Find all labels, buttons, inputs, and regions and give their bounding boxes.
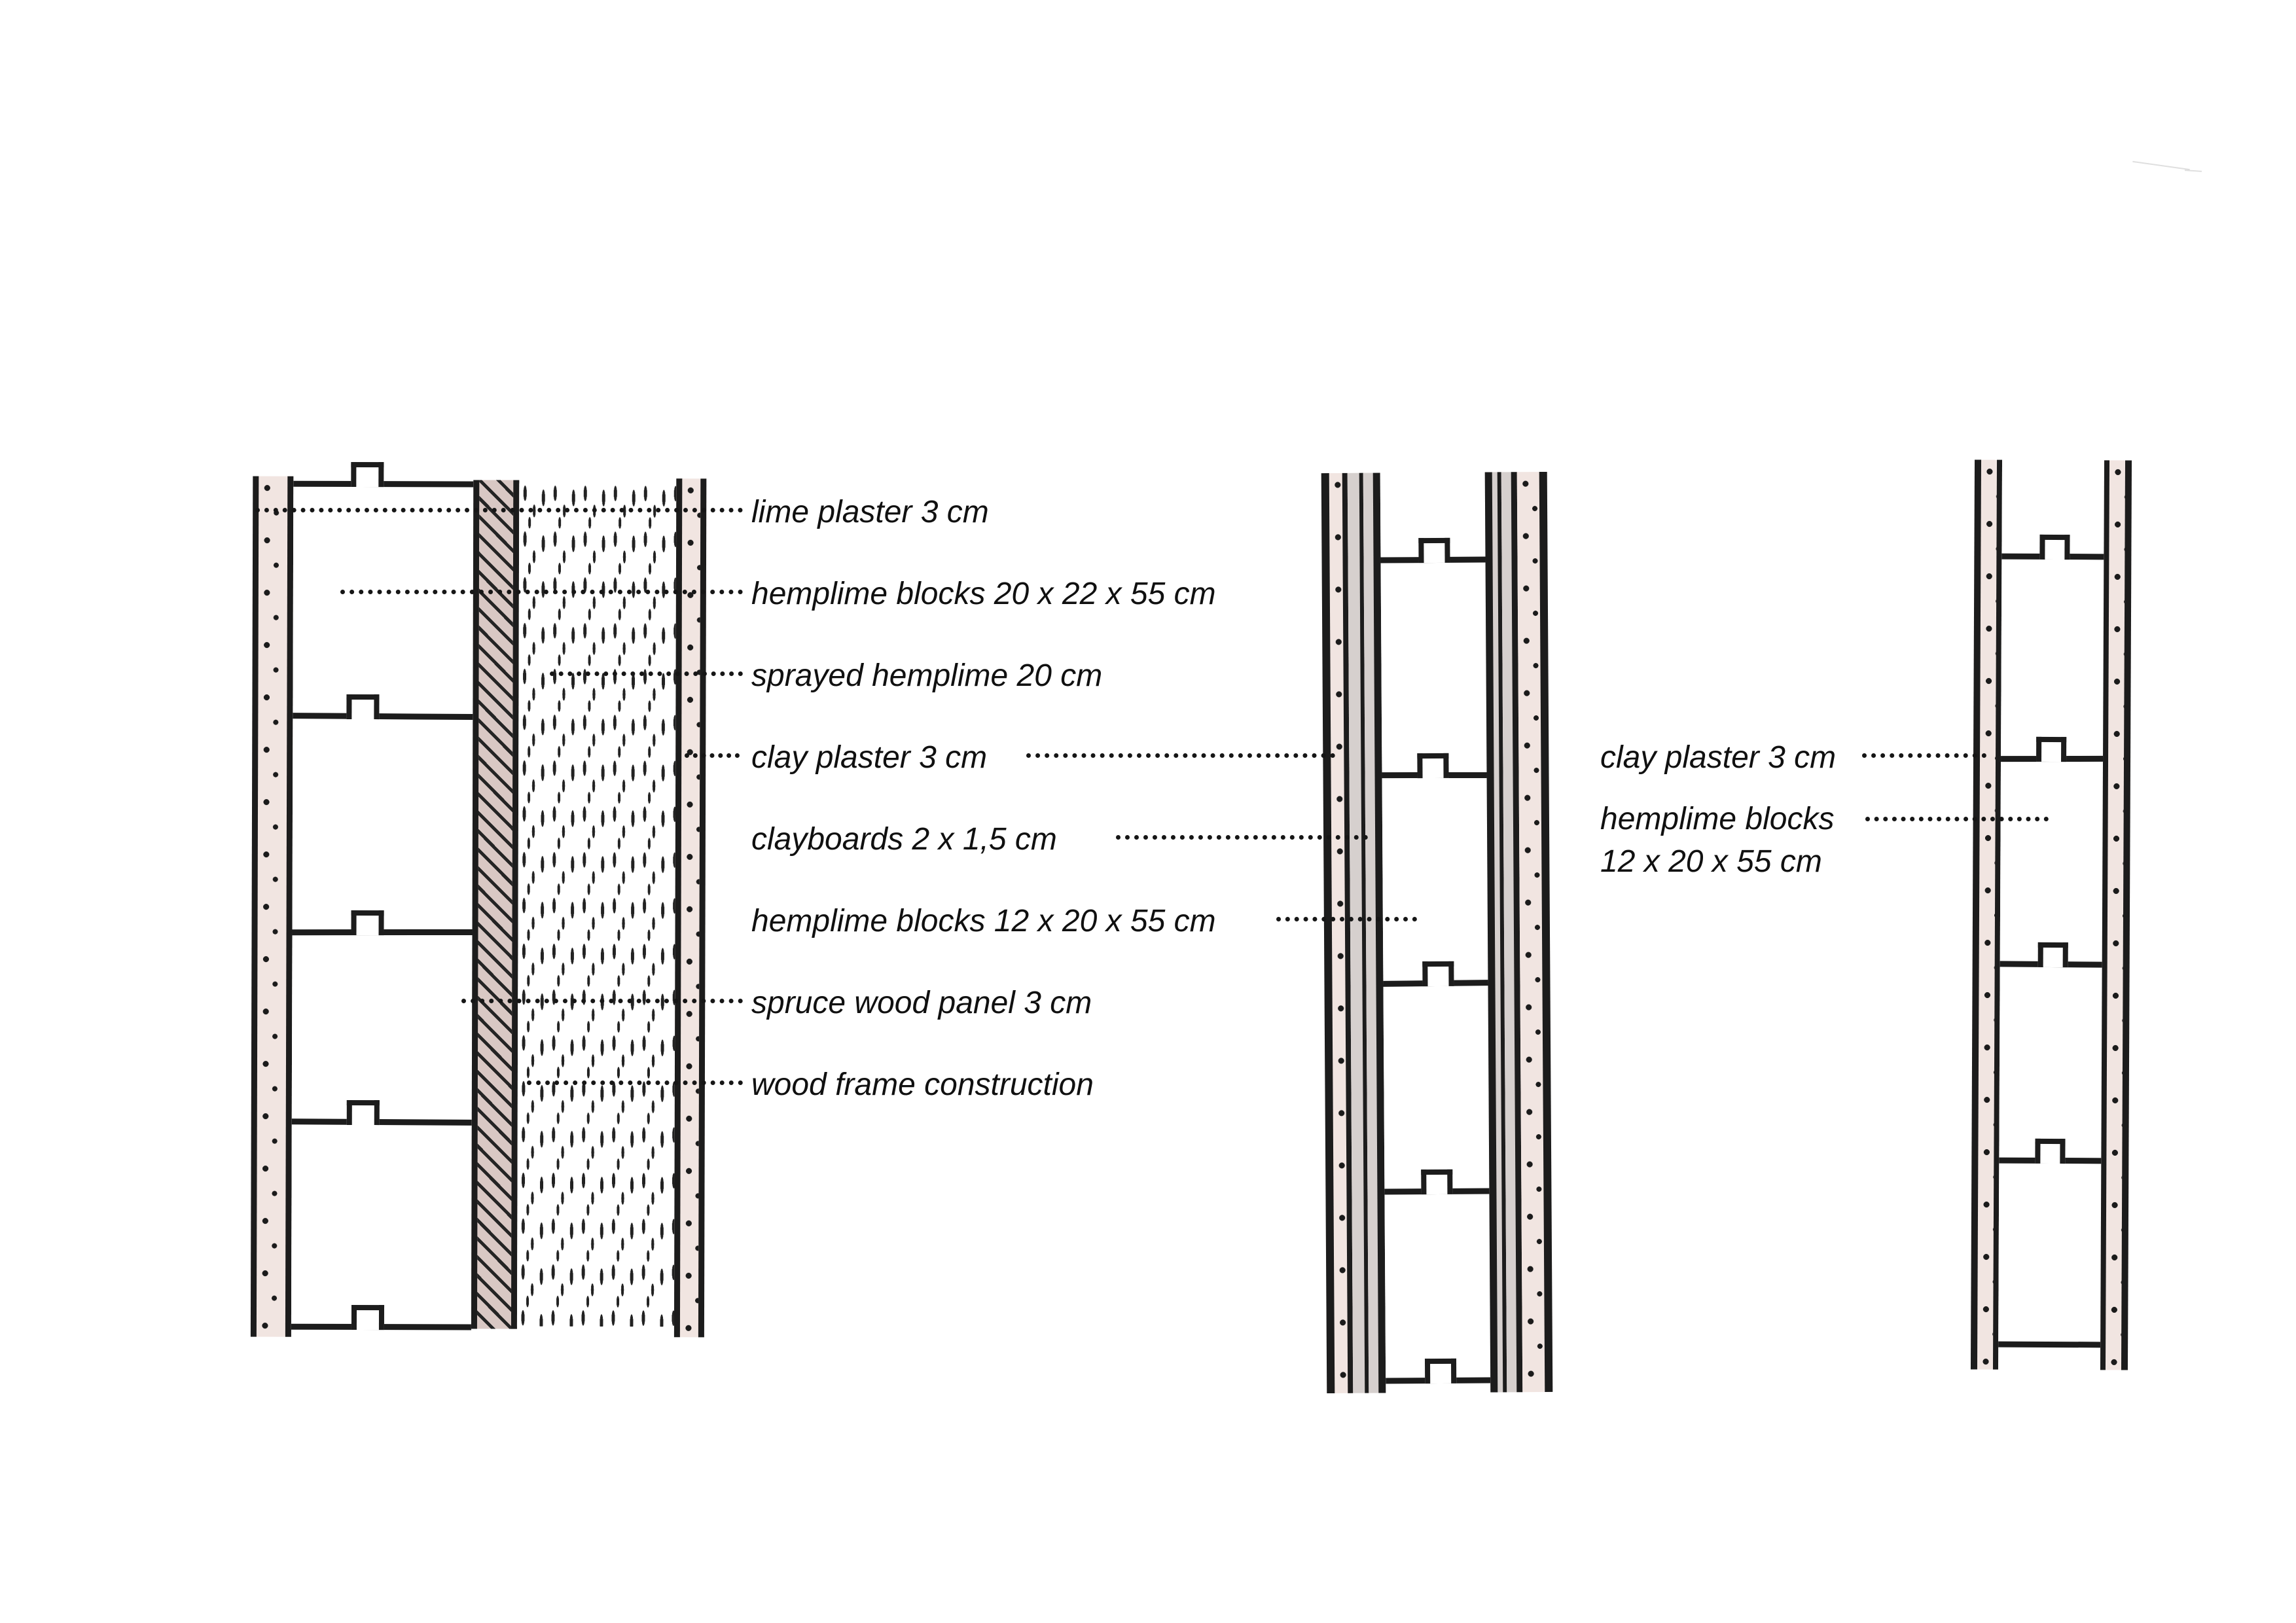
block-joint	[293, 713, 473, 721]
layer-sprayed-hemplime	[516, 483, 677, 1327]
block-joint	[291, 1118, 472, 1126]
leader-clay-plaster-right	[1862, 753, 1986, 758]
leader-hemplime-blocks-right	[1865, 817, 2049, 821]
leader-spruce-wood-panel	[461, 999, 743, 1003]
wall-section-left	[0, 0, 722, 1623]
leader-wood-frame	[527, 1080, 743, 1085]
layer-hemplime-blocks-12-middle	[1380, 472, 1491, 1384]
joint-notch	[1421, 1169, 1453, 1195]
wall-section-right	[1970, 459, 2132, 1370]
leader-clay-plaster-left-b	[1026, 753, 1335, 758]
label-hemplime-blocks-right-line2: 12 x 20 x 55 cm	[1600, 844, 1822, 879]
joint-notch	[1424, 1358, 1457, 1384]
joint-notch	[1417, 753, 1449, 779]
label-lime-plaster: lime plaster 3 cm	[751, 495, 989, 529]
joint-notch	[2039, 534, 2070, 560]
label-spruce-wood-panel: spruce wood panel 3 cm	[751, 986, 1092, 1020]
leader-hemplime-blocks-20	[340, 590, 743, 594]
label-hemplime-blocks-right-line1: hemplime blocks	[1600, 802, 1835, 836]
layer-clay-plaster-3-right	[2100, 460, 2132, 1370]
wall-section-middle	[1321, 471, 1553, 1394]
label-clayboards: clayboards 2 x 1,5 cm	[751, 822, 1057, 857]
joint-notch	[351, 1304, 385, 1330]
joint-notch	[351, 910, 384, 936]
leader-clay-plaster-left-a	[685, 753, 740, 758]
joint-notch	[2036, 736, 2067, 762]
layer-lime-plaster	[250, 476, 294, 1337]
label-clay-plaster-right: clay plaster 3 cm	[1600, 740, 1837, 775]
joint-notch	[351, 461, 384, 488]
leader-clayboards	[1116, 835, 1368, 840]
joint-notch	[2035, 1138, 2066, 1164]
joint-notch	[2037, 942, 2068, 968]
joint-notch	[1418, 537, 1450, 563]
layer-spruce-wood-panel	[471, 480, 520, 1329]
layer-hemplime-blocks-large	[291, 461, 474, 1330]
stray-mark	[2184, 169, 2202, 172]
leader-sprayed-hemplime	[550, 671, 743, 676]
label-clay-plaster-left: clay plaster 3 cm	[751, 740, 988, 775]
label-hemplime-blocks-20: hemplime blocks 20 x 22 x 55 cm	[751, 577, 1216, 611]
block-joint	[1998, 1341, 2101, 1348]
layer-clay-plaster-3-left	[1970, 459, 2003, 1370]
joint-notch	[346, 1099, 380, 1126]
layer-hemplime-blocks-12-right	[1998, 459, 2105, 1348]
label-wood-frame-construction: wood frame construction	[751, 1067, 1094, 1102]
layer-clay-plaster-1	[673, 478, 707, 1338]
layer-clay-plaster-2-right	[1516, 471, 1553, 1393]
joint-notch	[1422, 961, 1454, 987]
leader-lime-plaster	[255, 508, 743, 512]
stray-mark	[2132, 160, 2190, 171]
label-hemplime-blocks-12: hemplime blocks 12 x 20 x 55 cm	[751, 904, 1216, 938]
joint-notch	[346, 694, 380, 720]
label-sprayed-hemplime: sprayed hemplime 20 cm	[751, 658, 1103, 693]
leader-hemplime-blocks-12	[1276, 917, 1417, 921]
